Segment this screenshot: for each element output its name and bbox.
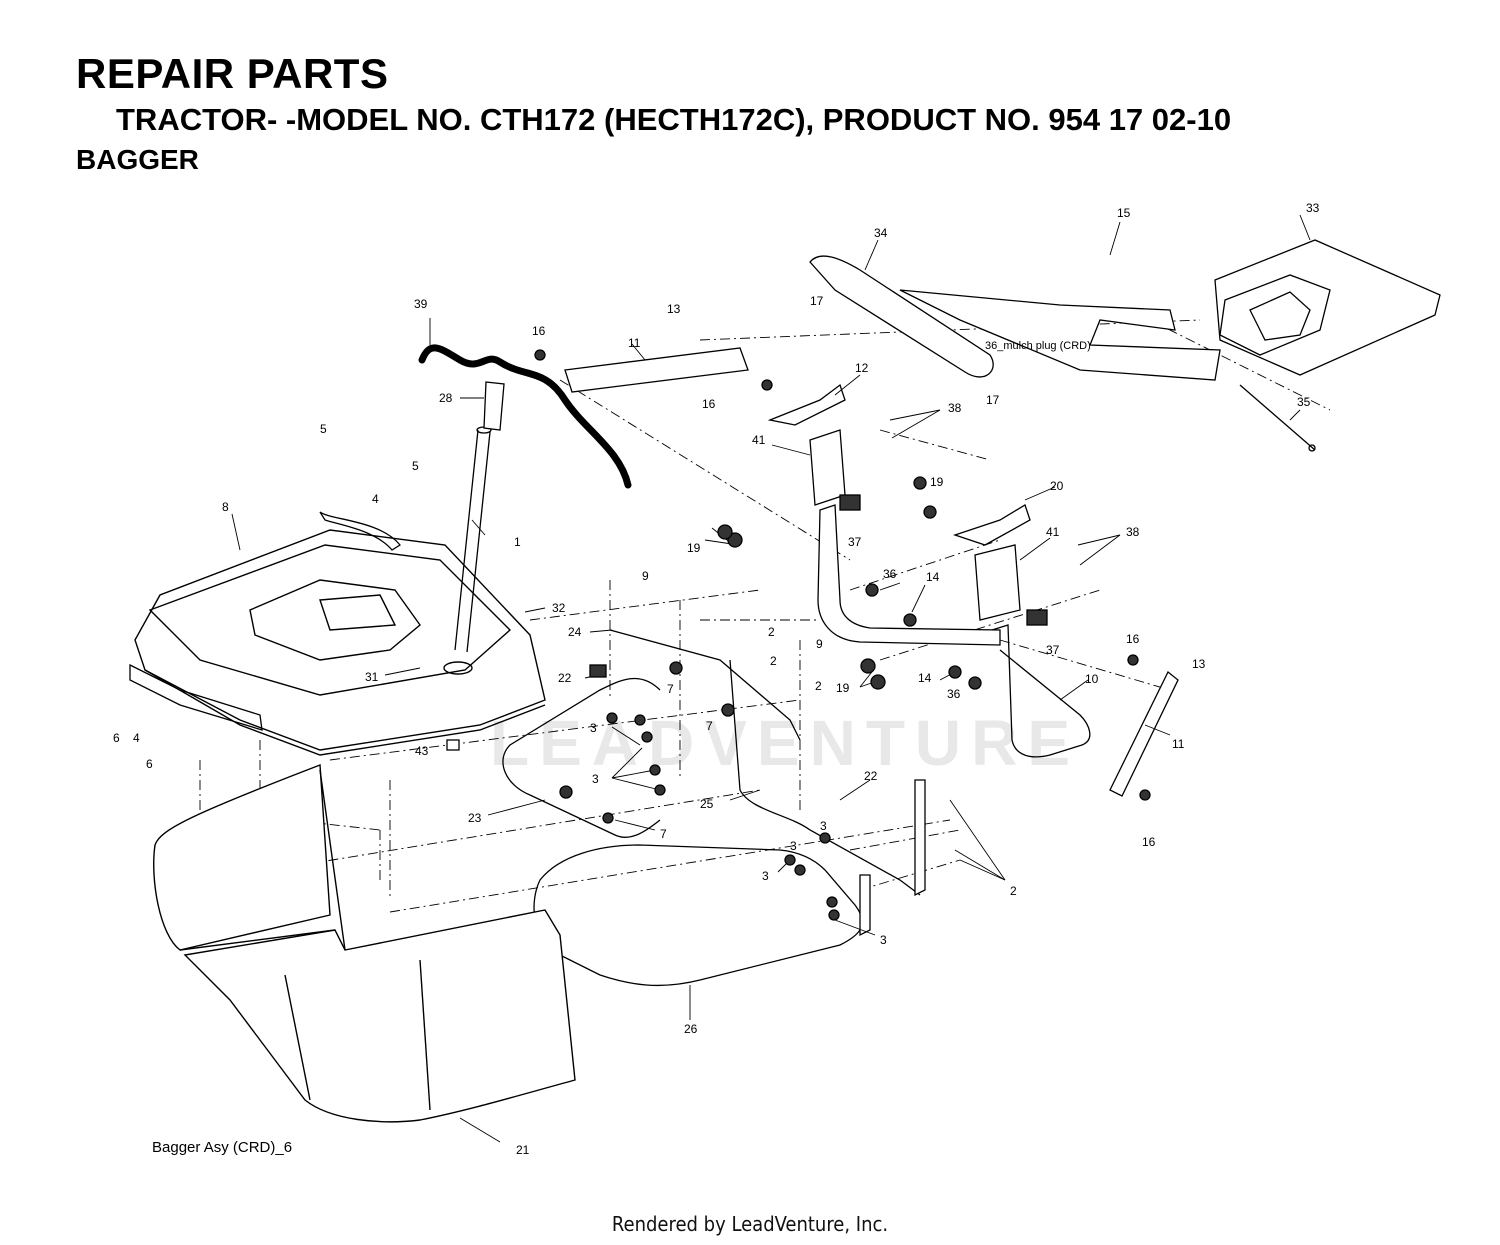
callout-7: 7	[660, 827, 667, 841]
callout-22: 22	[558, 671, 572, 685]
strap-top	[564, 347, 749, 393]
strap-right	[1109, 670, 1179, 797]
callout-43: 43	[415, 744, 429, 758]
callout-6: 6	[113, 731, 120, 745]
bent-rod	[418, 344, 632, 489]
callout-12: 12	[855, 361, 869, 375]
grip	[483, 381, 505, 431]
callout-36: 36	[947, 687, 961, 701]
page-title: REPAIR PARTS	[76, 50, 389, 97]
section-title: BAGGER	[76, 144, 199, 175]
callout-7: 7	[706, 719, 713, 733]
callout-19: 19	[687, 541, 701, 555]
callout-24: 24	[568, 625, 582, 639]
callout-21: 21	[516, 1143, 530, 1157]
callout-19: 19	[930, 475, 944, 489]
bagger-tube	[454, 426, 492, 653]
callout-16: 16	[532, 324, 546, 338]
callout-17: 17	[986, 393, 1000, 407]
clip-top	[767, 383, 846, 426]
hinge-bracket	[129, 663, 263, 731]
callout-numbers: 1 2 2 2 2 3 3 3 3 3 3 4 4 5 5 6 6 7 7 7 …	[113, 201, 1320, 1157]
callout-3: 3	[592, 772, 599, 786]
callout-14: 14	[926, 570, 940, 584]
hardware	[446, 349, 1151, 921]
callout-11: 11	[628, 336, 641, 350]
callout-4: 4	[372, 492, 379, 506]
callout-23: 23	[468, 811, 482, 825]
callout-2: 2	[768, 625, 775, 639]
callout-11: 11	[1172, 737, 1185, 751]
callout-17: 17	[810, 294, 824, 308]
callout-16: 16	[1142, 835, 1156, 849]
callout-8: 8	[222, 500, 229, 514]
diagram-caption: Bagger Asy (CRD)_6	[152, 1139, 292, 1156]
callout-15: 15	[1117, 206, 1131, 220]
chute-assembly	[809, 239, 1441, 452]
callout-39: 39	[414, 297, 428, 311]
callout-33: 33	[1306, 201, 1320, 215]
callout-leaders	[231, 214, 1311, 1143]
callout-31: 31	[365, 670, 379, 684]
callout-37: 37	[848, 535, 862, 549]
callout-14: 14	[918, 671, 932, 685]
callout-9: 9	[642, 569, 649, 583]
callout-38: 38	[1126, 525, 1140, 539]
callout-34: 34	[874, 226, 888, 240]
watermark-text: LEADVENTURE	[490, 707, 1080, 779]
callout-41: 41	[752, 433, 766, 447]
callout-32: 32	[552, 601, 566, 615]
callout-26: 26	[684, 1022, 698, 1036]
footer-credit: Rendered by LeadVenture, Inc.	[611, 1212, 889, 1236]
callout-3: 3	[790, 839, 797, 853]
callout-16: 16	[1126, 632, 1140, 646]
callout-22: 22	[864, 769, 878, 783]
callout-2: 2	[815, 679, 822, 693]
callout-1: 1	[514, 535, 521, 549]
callout-2: 2	[1010, 884, 1017, 898]
callout-13: 13	[667, 302, 681, 316]
callout-35: 35	[1297, 395, 1311, 409]
clip-right	[952, 504, 1031, 546]
callout-36: 36	[883, 567, 897, 581]
model-subtitle: TRACTOR- -MODEL NO. CTH172 (HECTH172C), …	[116, 102, 1232, 137]
callout-5: 5	[412, 459, 419, 473]
callout-3: 3	[762, 869, 769, 883]
callout-38: 38	[948, 401, 962, 415]
mulch-plug-label: 36_mulch plug (CRD)	[985, 340, 1091, 352]
grass-bag	[153, 764, 576, 1123]
callout-10: 10	[1085, 672, 1099, 686]
callout-9: 9	[816, 637, 823, 651]
callout-16: 16	[702, 397, 716, 411]
callout-5: 5	[320, 422, 327, 436]
callout-28: 28	[439, 391, 453, 405]
callout-25: 25	[700, 797, 714, 811]
callout-37: 37	[1046, 643, 1060, 657]
callout-20: 20	[1050, 479, 1064, 493]
callout-3: 3	[820, 819, 827, 833]
callout-3: 3	[880, 933, 887, 947]
callout-3: 3	[590, 721, 597, 735]
callout-41: 41	[1046, 525, 1060, 539]
callout-7: 7	[667, 682, 674, 696]
callout-19: 19	[836, 681, 850, 695]
callout-4: 4	[133, 731, 140, 745]
callout-2: 2	[770, 654, 777, 668]
bagger-lid	[134, 529, 546, 756]
callout-6: 6	[146, 757, 153, 771]
lid-handle	[319, 511, 401, 551]
callout-13: 13	[1192, 657, 1206, 671]
